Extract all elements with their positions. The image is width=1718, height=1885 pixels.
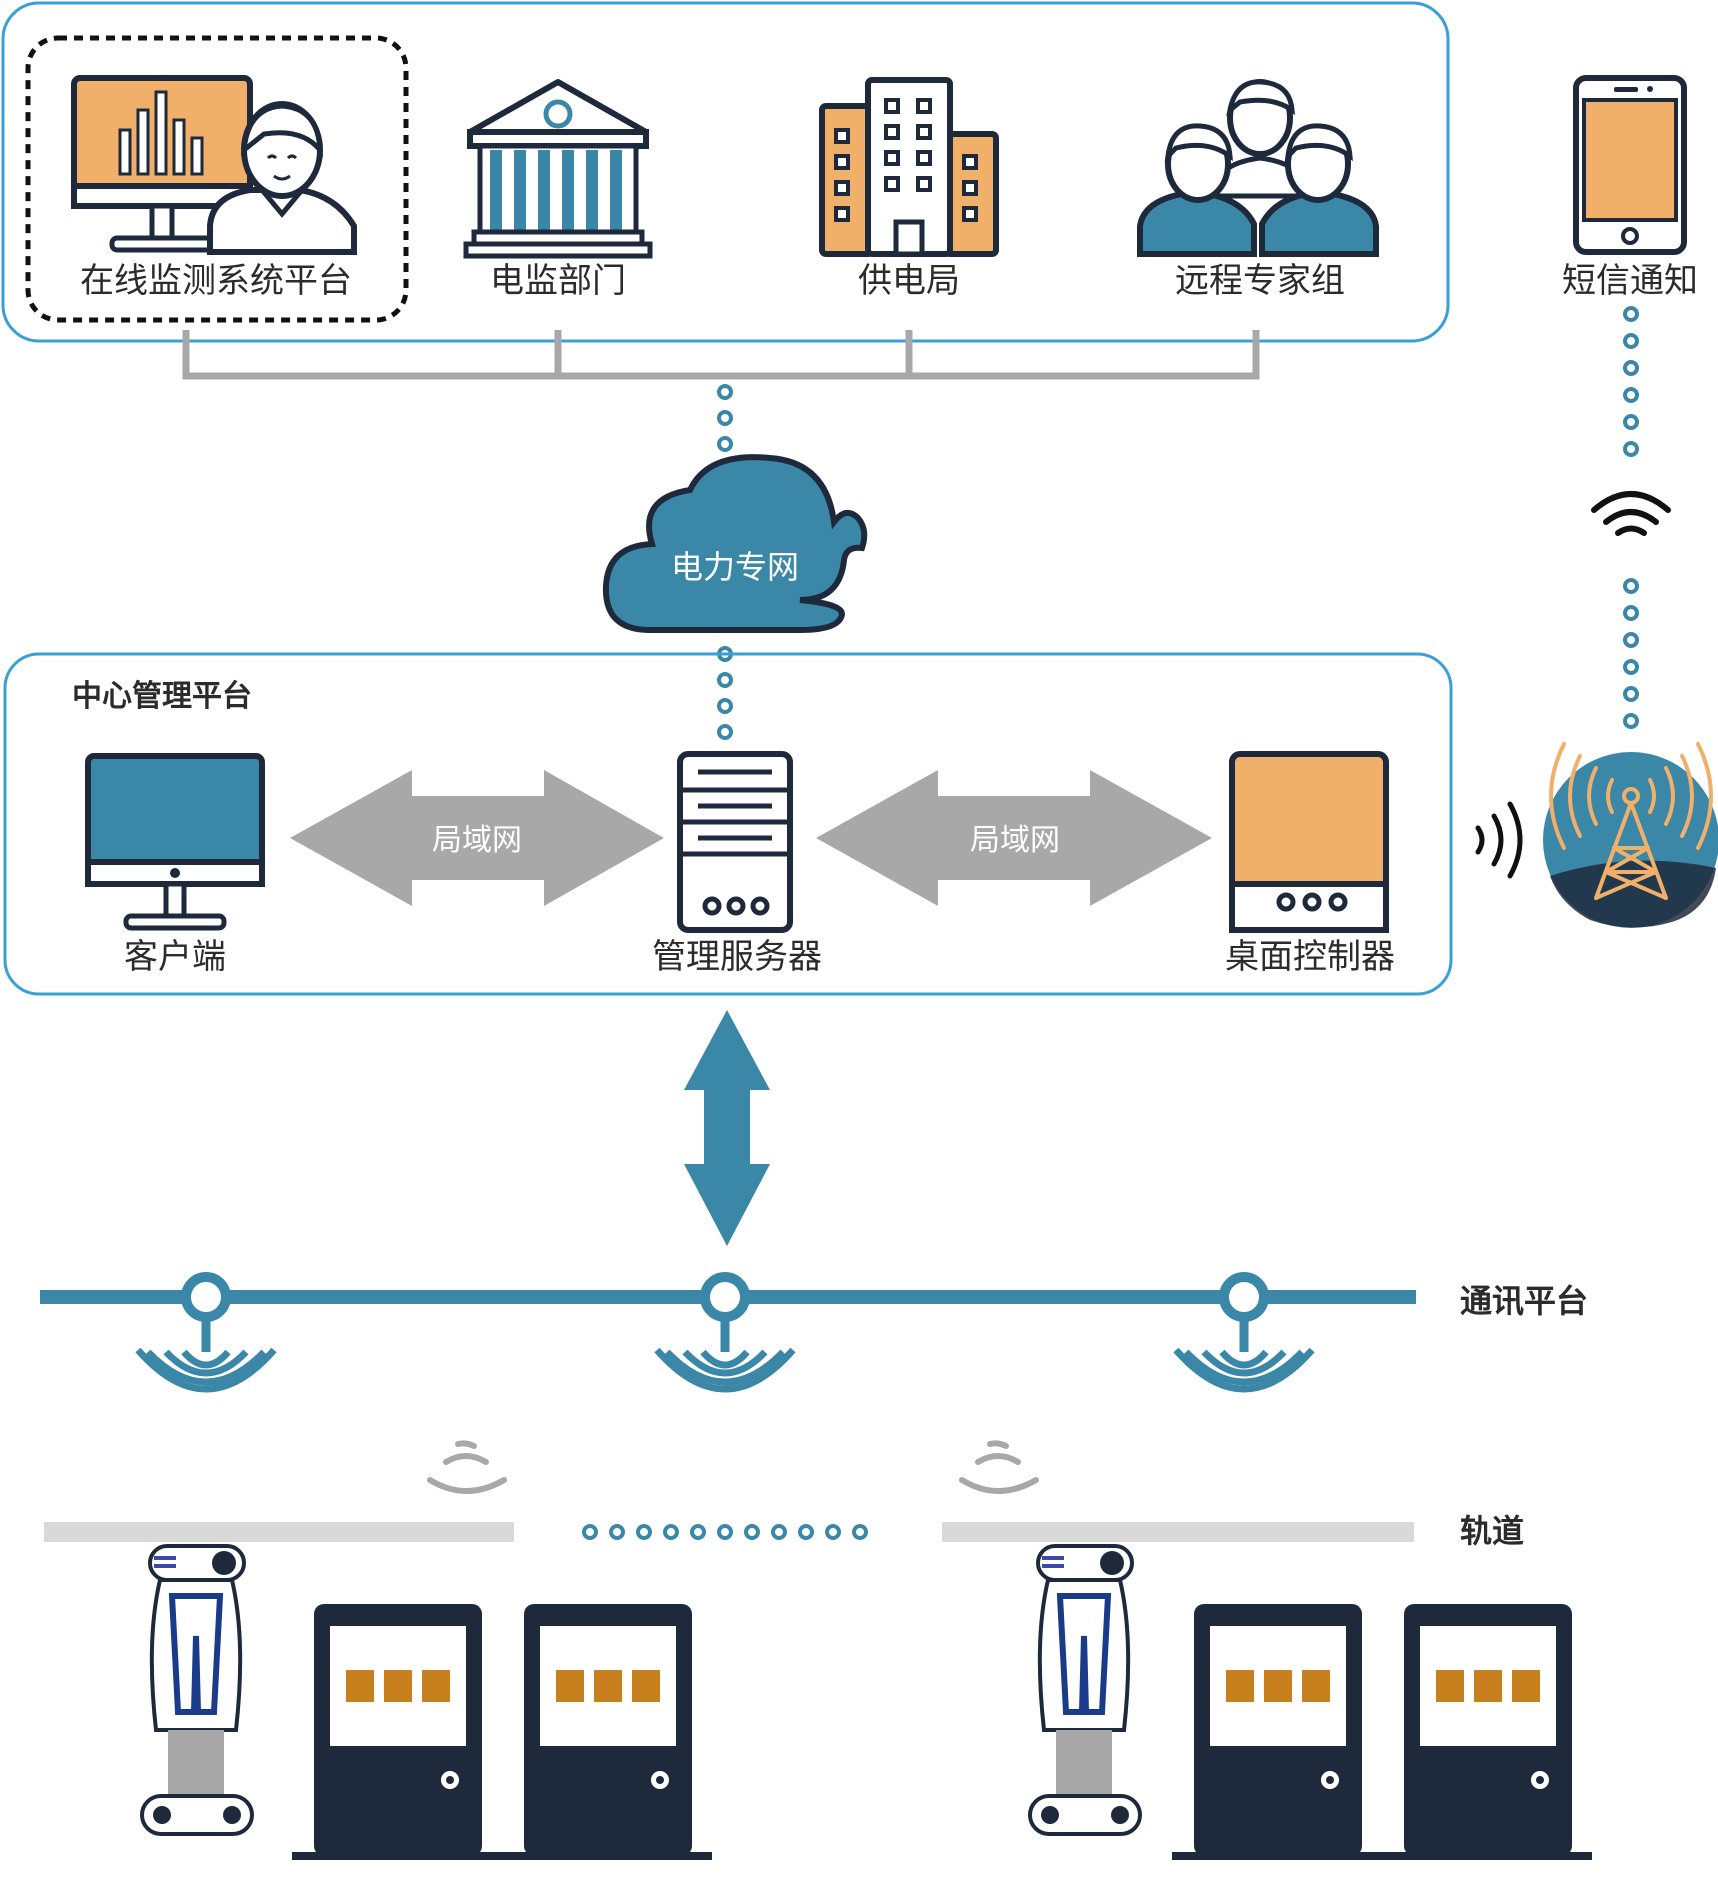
lan-arrow-left bbox=[290, 770, 664, 906]
signal-waves-icon bbox=[1475, 801, 1523, 879]
comm-node-1 bbox=[135, 1272, 277, 1393]
cabinet-icon-1 bbox=[314, 1604, 482, 1856]
top-item-label-3: 远程专家组 bbox=[1175, 261, 1345, 301]
top-item-label-0: 在线监测系统平台 bbox=[80, 261, 352, 301]
radio-tower-icon bbox=[1543, 742, 1718, 928]
lan-right-label: 局域网 bbox=[970, 823, 1060, 858]
controller-label: 桌面控制器 bbox=[1225, 937, 1395, 977]
top-connector-bracket bbox=[182, 330, 1260, 380]
cloud-label: 电力专网 bbox=[671, 548, 799, 586]
mobile-phone-icon bbox=[1573, 75, 1687, 255]
desktop-controller-icon bbox=[1229, 751, 1389, 933]
office-buildings-icon bbox=[819, 77, 999, 257]
monitor-chart-user-icon bbox=[71, 75, 357, 255]
top-item-label-2: 供电局 bbox=[858, 261, 960, 301]
comm-node-2 bbox=[654, 1272, 796, 1393]
track-label: 轨道 bbox=[1460, 1512, 1524, 1550]
expert-group-icon bbox=[1137, 79, 1379, 257]
desktop-monitor-icon bbox=[85, 753, 265, 931]
client-label: 客户端 bbox=[124, 937, 226, 977]
top-item-label-1: 电监部门 bbox=[490, 261, 626, 301]
server-tower-icon bbox=[677, 751, 793, 933]
track-robot-right-icon bbox=[1028, 1544, 1142, 1836]
center-platform-frame bbox=[3, 652, 1453, 996]
highlight-dashed-frame bbox=[25, 35, 409, 323]
lan-arrow-right bbox=[816, 770, 1212, 906]
track-rail-right bbox=[942, 1522, 1414, 1542]
comm-platform-label: 通讯平台 bbox=[1460, 1282, 1588, 1320]
cabinet-base-left bbox=[292, 1852, 712, 1860]
cabinet-icon-3 bbox=[1194, 1604, 1362, 1856]
wifi-icon bbox=[1591, 491, 1671, 536]
server-label: 管理服务器 bbox=[652, 937, 822, 977]
cabinet-icon-4 bbox=[1404, 1604, 1572, 1856]
gray-signal-icon-left bbox=[427, 1440, 507, 1494]
cabinet-base-right bbox=[1172, 1852, 1592, 1860]
government-building-icon bbox=[463, 79, 653, 259]
cloud-icon bbox=[602, 454, 868, 633]
comm-node-3 bbox=[1173, 1272, 1315, 1393]
lan-left-label: 局域网 bbox=[432, 823, 522, 858]
vertical-double-arrow bbox=[684, 1010, 770, 1246]
track-robot-left-icon bbox=[140, 1544, 254, 1836]
dotted-link-top-cloud bbox=[717, 384, 733, 452]
dotted-link-cloud-server bbox=[717, 646, 733, 740]
sms-label: 短信通知 bbox=[1562, 261, 1698, 301]
center-platform-title: 中心管理平台 bbox=[72, 679, 252, 714]
gray-signal-icon-right bbox=[959, 1440, 1039, 1494]
dotted-link-phone-tower bbox=[1623, 306, 1639, 729]
track-rail-left bbox=[44, 1522, 514, 1542]
dotted-link-track bbox=[582, 1524, 868, 1540]
top-group-frame bbox=[1, 1, 1450, 343]
cabinet-icon-2 bbox=[524, 1604, 692, 1856]
